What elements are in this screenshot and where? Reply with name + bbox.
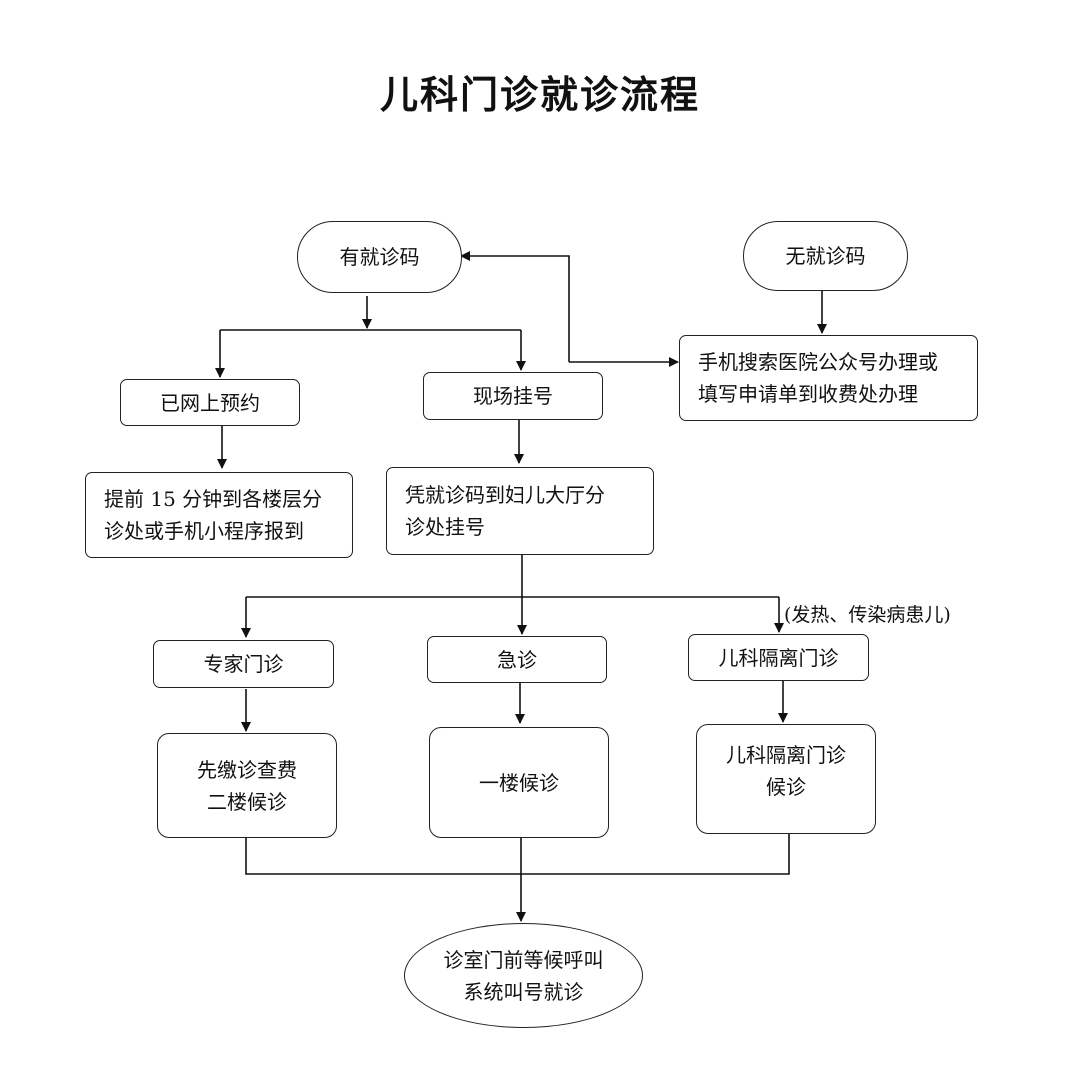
node-final-call: 诊室门前等候呼叫 系统叫号就诊 (404, 923, 643, 1028)
page-title: 儿科门诊就诊流程 (379, 72, 700, 117)
node-expert-clinic: 专家门诊 (153, 640, 334, 688)
node-emergency: 急诊 (427, 636, 607, 683)
arrow-action-to-has-code (460, 251, 570, 362)
fever-note: (发热、传染病患儿) (784, 604, 951, 626)
node-checkin-15min: 提前 15 分钟到各楼层分 诊处或手机小程序报到 (85, 472, 353, 558)
node-onsite-register: 现场挂号 (423, 372, 603, 420)
node-booked-online: 已网上预约 (120, 379, 300, 426)
node-register-hall: 凭就诊码到妇儿大厅分 诊处挂号 (386, 467, 654, 555)
node-isolation-wait: 儿科隔离门诊 候诊 (696, 724, 876, 834)
node-no-code-action: 手机搜索医院公众号办理或 填写申请单到收费处办理 (679, 335, 978, 421)
node-pay-wait-2f: 先缴诊查费 二楼候诊 (157, 733, 337, 838)
node-no-code: 无就诊码 (743, 221, 908, 291)
node-has-code: 有就诊码 (297, 221, 462, 293)
node-wait-1f: 一楼候诊 (429, 727, 609, 838)
merge-line (245, 834, 790, 875)
node-isolation-clinic: 儿科隔离门诊 (688, 634, 869, 681)
